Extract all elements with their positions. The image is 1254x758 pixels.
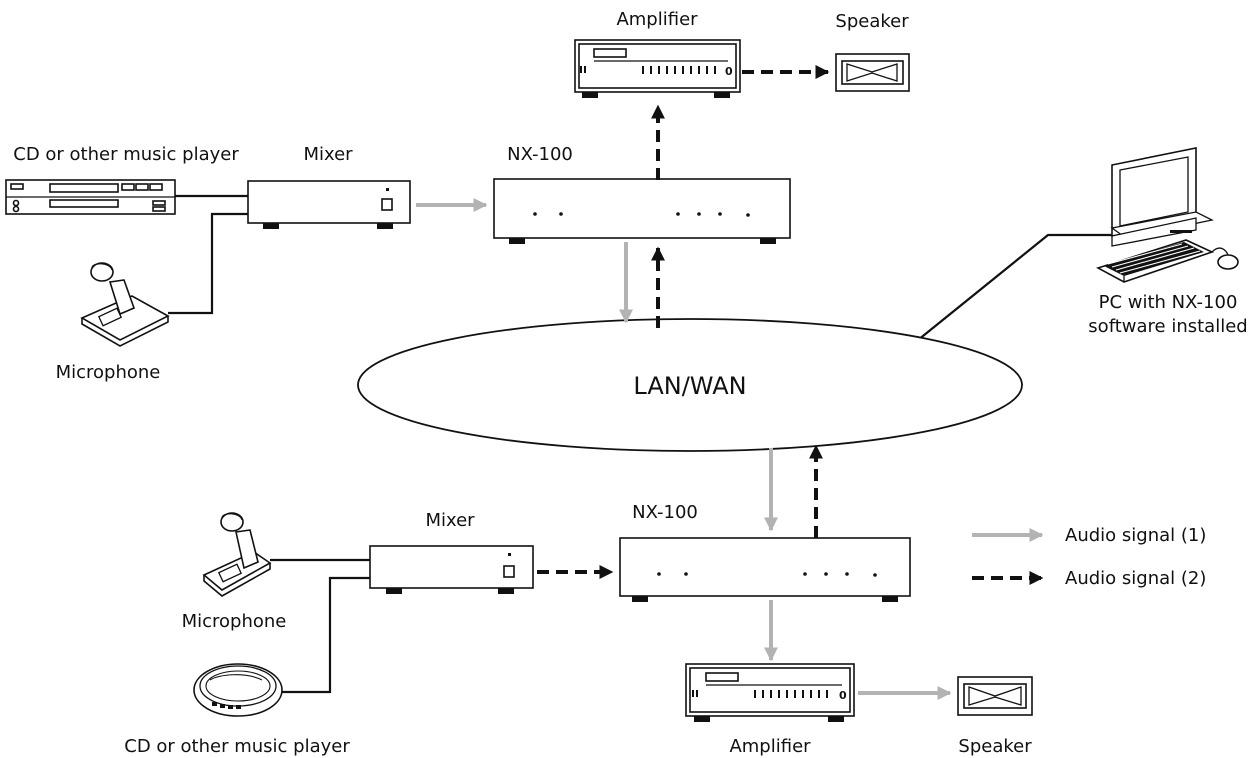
signal-arrows xyxy=(416,65,952,700)
bottom-cd-player-icon xyxy=(193,663,283,717)
bottom-microphone-label: Microphone xyxy=(182,611,287,632)
wire-top-mic-to-mixer xyxy=(168,212,248,315)
bottom-amplifier-icon: 0 xyxy=(685,663,855,722)
network-ellipse xyxy=(357,318,1023,452)
top-speaker-label: Speaker xyxy=(835,11,909,32)
legend-signal2-label: Audio signal (2) xyxy=(1065,568,1206,589)
wire-bottom-cd-to-mixer xyxy=(282,576,370,694)
legend: Audio signal (1) Audio signal (2) xyxy=(972,525,1206,589)
connection-wires xyxy=(168,194,1112,694)
network-cloud: LAN/WAN xyxy=(357,318,1023,452)
top-nx100-icon xyxy=(493,178,791,244)
wire-pc-to-network xyxy=(917,233,1112,341)
bottom-microphone-icon xyxy=(202,512,272,597)
legend-signal1-label: Audio signal (1) xyxy=(1065,525,1206,546)
pc-icon xyxy=(1095,147,1239,283)
top-amplifier-label: Amplifier xyxy=(616,9,698,30)
svg-text:0: 0 xyxy=(839,689,847,702)
bottom-mixer-label: Mixer xyxy=(425,510,475,531)
bottom-nx100-label: NX-100 xyxy=(632,502,698,523)
pc-label-line1: PC with NX-100 xyxy=(1099,292,1238,313)
bottom-speaker-label: Speaker xyxy=(958,736,1032,757)
pc-label-line2: software installed xyxy=(1088,316,1247,337)
bottom-cd-player-label: CD or other music player xyxy=(124,736,350,757)
bottom-mixer-icon xyxy=(369,545,534,594)
top-nx100-label: NX-100 xyxy=(507,144,573,165)
bottom-nx100-icon xyxy=(619,537,911,602)
top-mixer-label: Mixer xyxy=(303,144,353,165)
top-microphone-label: Microphone xyxy=(56,362,161,383)
svg-text:0: 0 xyxy=(725,65,733,78)
top-amplifier-icon: 0 xyxy=(574,39,741,98)
top-speaker-icon xyxy=(835,53,910,92)
bottom-speaker-icon xyxy=(957,676,1033,716)
top-cd-player-icon xyxy=(5,179,176,215)
top-microphone-icon xyxy=(80,262,170,347)
top-cd-player-label: CD or other music player xyxy=(13,144,239,165)
network-label: LAN/WAN xyxy=(633,372,746,400)
bottom-amplifier-label: Amplifier xyxy=(729,736,811,757)
top-mixer-icon xyxy=(247,180,411,229)
